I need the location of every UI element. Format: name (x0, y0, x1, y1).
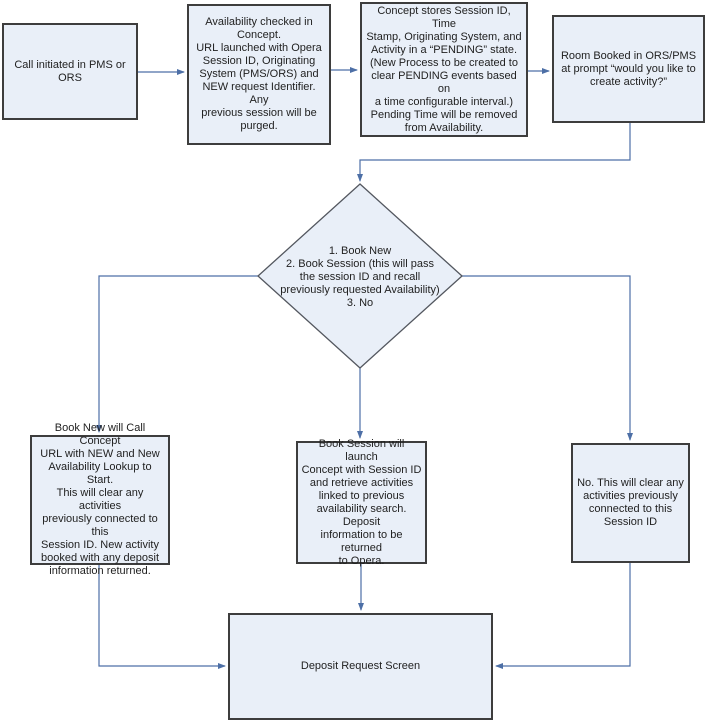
node-book-new: Book New will Call Concept URL with NEW … (30, 422, 170, 577)
node-no-branch: No. This will clear any activities previ… (571, 443, 690, 563)
node-availability-checked: Availability checked in Concept. URL lau… (187, 4, 331, 145)
node-call-initiated: Call initiated in PMS or ORS (2, 23, 138, 120)
connector-decision-to-book-new (96, 275, 258, 433)
connector-book-new-to-deposit (98, 565, 226, 669)
connector-no-to-deposit (495, 563, 631, 669)
node-room-booked: Room Booked in ORS/PMS at prompt “would … (552, 15, 705, 123)
decision-diamond (257, 183, 463, 369)
node-deposit-request-screen: Deposit Request Screen (228, 613, 493, 720)
decision-label: 1. Book New 2. Book Session (this will p… (280, 245, 440, 309)
connector-room-to-decision (357, 123, 631, 182)
node-concept-stores: Concept stores Session ID, Time Stamp, O… (360, 2, 528, 137)
connector-decision-to-no (462, 275, 633, 441)
node-book-session: Book Session will launch Concept with Se… (296, 438, 427, 567)
